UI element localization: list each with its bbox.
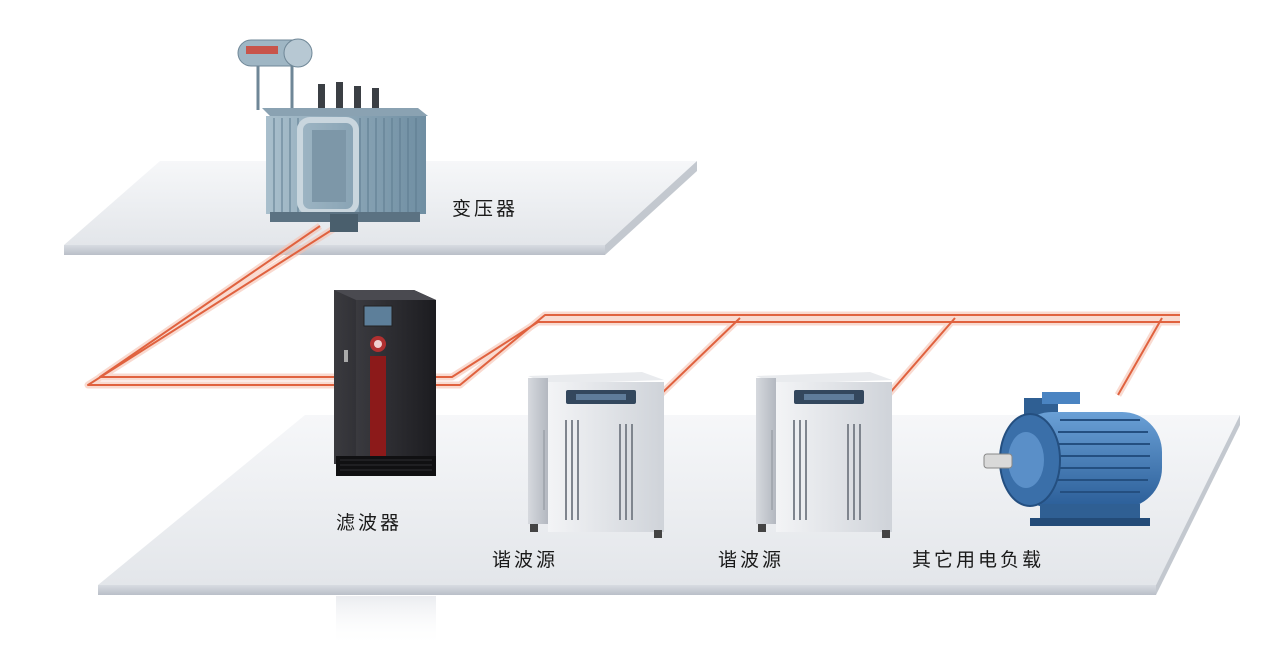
motor-icon — [983, 392, 1162, 526]
transformer-label: 变压器 — [452, 198, 519, 220]
filter-cabinet-icon — [334, 290, 436, 646]
harmonic-source-label: 谐波源 — [492, 549, 559, 571]
harmonic-source-label: 谐波源 — [718, 549, 785, 571]
other-load-label: 其它用电负载 — [912, 549, 1045, 571]
filter-label: 滤波器 — [336, 512, 403, 534]
harmonic-cabinet-icon — [528, 372, 664, 538]
cable-network — [84, 223, 1180, 398]
transformer-icon — [237, 38, 428, 232]
harmonic-cabinet-icon — [756, 372, 892, 538]
